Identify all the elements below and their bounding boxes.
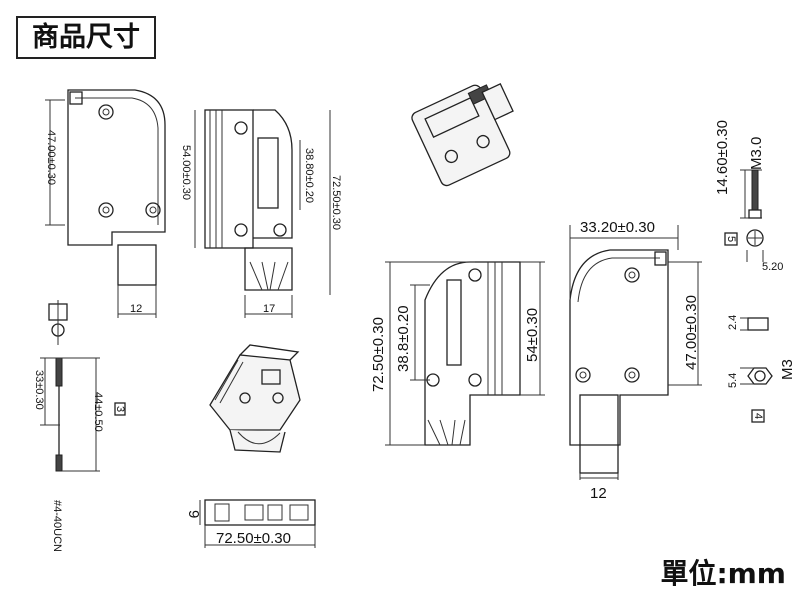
bolt-view	[724, 169, 764, 262]
screw-thread-spec: #4-40UCN	[51, 500, 63, 552]
nut-view	[740, 317, 773, 423]
iso-housing-top	[411, 83, 514, 187]
dim-view1-width: 12	[130, 303, 142, 315]
front-housing-view	[194, 109, 331, 318]
large-front-view	[385, 261, 545, 446]
dim-view1-height: 47.00±0.30	[45, 130, 57, 185]
dim-nut-width: 5.4	[727, 373, 739, 388]
iso-housing-middle	[209, 344, 301, 453]
dim-bottom-length: 72.50±0.30	[216, 530, 291, 547]
bolt-tag: 5	[725, 236, 737, 242]
bolt-spec: M3.0	[748, 137, 765, 170]
dim-bolt-length: 14.60±0.30	[714, 120, 731, 195]
bottom-view	[199, 499, 316, 548]
dim-bolt-head: 5.20	[762, 261, 783, 273]
dim-nut-thickness: 2.4	[727, 315, 739, 330]
nut-spec: M3	[779, 359, 796, 380]
dim-big-height: 54±0.30	[524, 308, 541, 362]
nut-tag: 4	[752, 413, 764, 419]
dim-view2-height: 54.00±0.30	[180, 145, 192, 200]
right-side-view	[569, 225, 702, 480]
page-title: 商品尺寸	[16, 16, 156, 59]
dim-big-total: 72.50±0.30	[370, 317, 387, 392]
dim-screw-total: 44±0.50	[92, 392, 104, 432]
side-shell-view	[45, 89, 166, 318]
long-screw-view	[40, 300, 126, 472]
dim-screw-length: 33±0.30	[33, 370, 45, 410]
dim-big-inner: 38.8±0.20	[395, 305, 412, 372]
screw-tag: 3	[114, 406, 126, 412]
dim-right-width: 12	[590, 485, 607, 502]
dim-view2-width: 17	[263, 303, 275, 315]
dim-view2-total: 72.50±0.30	[330, 175, 342, 230]
dim-bottom-thickness: 9	[185, 510, 202, 518]
dim-right-height: 47.00±0.30	[683, 295, 700, 370]
unit-label: 單位:mm	[660, 557, 786, 590]
dim-view2-inner: 38.80±0.20	[303, 148, 315, 203]
dim-right-top: 33.20±0.30	[580, 219, 655, 236]
